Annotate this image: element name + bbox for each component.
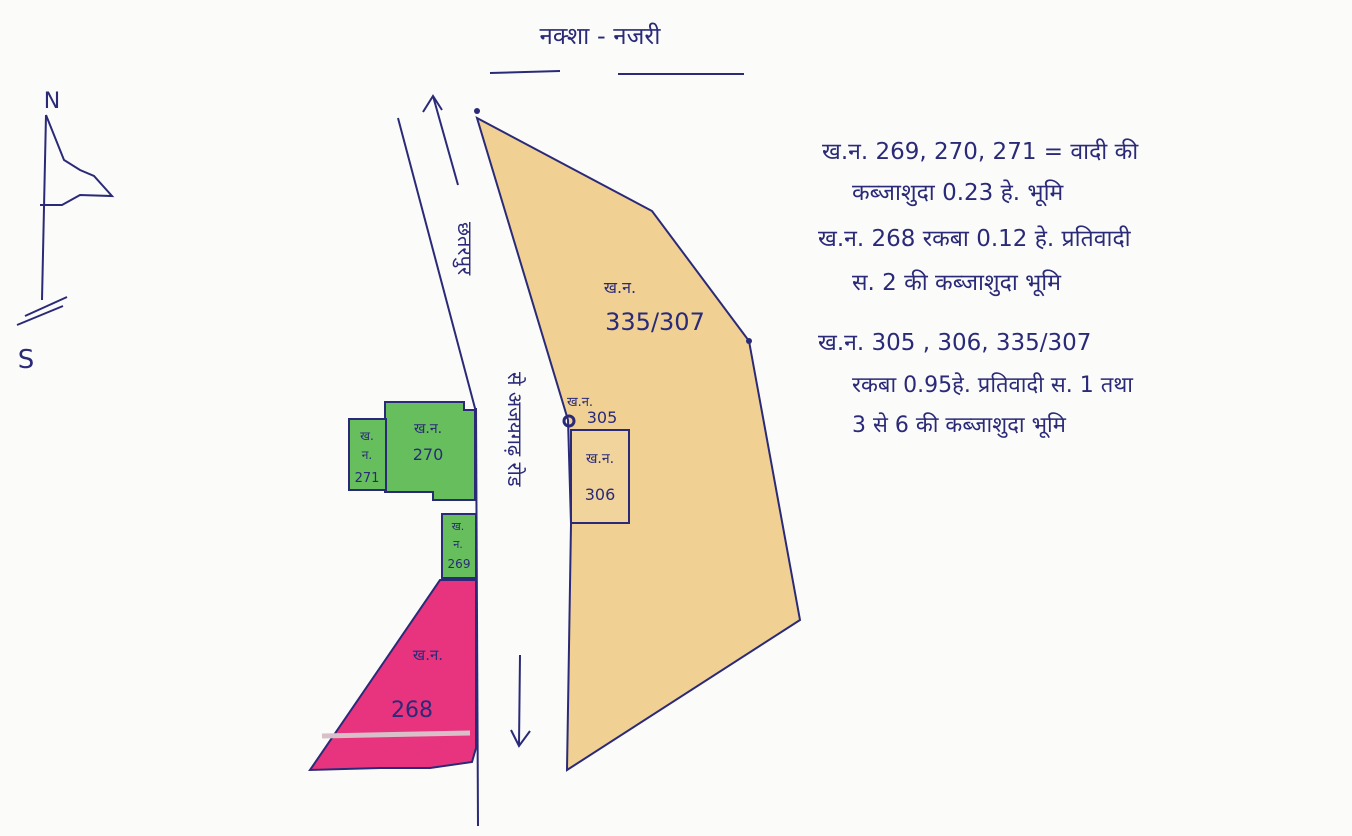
plot-270-label-prefix: ख.न. bbox=[414, 421, 442, 437]
plot-269-label-line1: ख. bbox=[452, 520, 465, 533]
plot-268-label-number: 268 bbox=[391, 698, 433, 723]
corner-point bbox=[474, 108, 480, 114]
note-3-line-2: रकबा 0.95हे. प्रतिवादी स. 1 तथा bbox=[852, 372, 1133, 398]
plot-269-label-number: 269 bbox=[448, 557, 471, 571]
plot-306-label-number: 306 bbox=[585, 485, 616, 504]
plot-305-label-prefix: ख.न. bbox=[567, 395, 593, 410]
note-3-line-1: ख.न. 305 , 306, 335/307 bbox=[818, 330, 1091, 356]
plot-335-307-area bbox=[475, 115, 802, 772]
plot-269-label-line2: न. bbox=[453, 538, 463, 551]
corner-point bbox=[746, 338, 752, 344]
plot-305-label: ख.न. 305 bbox=[567, 395, 617, 427]
plot-269-label: ख. न. 269 bbox=[448, 520, 471, 571]
plot-335-307-label-prefix: ख.न. bbox=[604, 278, 636, 297]
note-3: ख.न. 305 , 306, 335/307 रकबा 0.95हे. प्र… bbox=[818, 330, 1133, 439]
plot-306-label: ख.न. 306 bbox=[585, 451, 616, 504]
plot-305-label-number: 305 bbox=[587, 408, 618, 427]
road-left-edge bbox=[397, 117, 477, 413]
note-2: ख.न. 268 रकबा 0.12 हे. प्रतिवादी स. 2 की… bbox=[818, 225, 1132, 297]
title-underline bbox=[489, 70, 561, 74]
plot-271-label-line2: न. bbox=[362, 448, 372, 462]
plot-270-label-number: 270 bbox=[413, 445, 444, 464]
note-1-line-2: कब्जाशुदा 0.23 हे. भूमि bbox=[852, 179, 1065, 207]
plot-335-307-label: ख.न. 335/307 bbox=[604, 278, 705, 336]
plot-335-307-label-number: 335/307 bbox=[605, 308, 705, 336]
note-1-line-1: ख.न. 269, 270, 271 = वादी की bbox=[822, 138, 1139, 165]
road-label-upper: छतरपुर bbox=[452, 222, 477, 276]
road-direction-arrow-icon bbox=[422, 94, 459, 186]
plot-305-marker bbox=[562, 414, 576, 428]
plot-306-label-prefix: ख.न. bbox=[586, 451, 614, 467]
note-1: ख.न. 269, 270, 271 = वादी की कब्जाशुदा 0… bbox=[822, 138, 1139, 207]
note-3-line-3: 3 से 6 की कब्जाशुदा भूमि bbox=[852, 412, 1067, 439]
note-2-line-2: स. 2 की कब्जाशुदा भूमि bbox=[852, 269, 1062, 297]
plot-271-label-line1: ख. bbox=[360, 429, 374, 443]
map-title: नक्शा - नजरी bbox=[540, 22, 662, 50]
plot-270-label: ख.न. 270 bbox=[413, 421, 444, 464]
plot-268-label: ख.न. 268 bbox=[391, 646, 443, 723]
plot-268-area bbox=[308, 579, 477, 772]
road-label-lower: से अजयगढ़ रोड bbox=[503, 372, 527, 487]
plot-306-area bbox=[570, 429, 630, 524]
plot-271-label-number: 271 bbox=[355, 471, 380, 486]
compass-south-label: S bbox=[18, 345, 35, 375]
plot-271-area bbox=[348, 418, 387, 491]
road-left-edge-lower bbox=[475, 407, 479, 827]
plot-268-fold-mark bbox=[321, 730, 471, 739]
plot-270-area bbox=[384, 401, 476, 501]
road-direction-arrow-icon bbox=[510, 654, 531, 748]
plot-271-label: ख. न. 271 bbox=[355, 429, 380, 486]
compass-north-label: N bbox=[44, 89, 60, 114]
note-2-line-1: ख.न. 268 रकबा 0.12 हे. प्रतिवादी bbox=[818, 225, 1132, 252]
north-arrow-icon bbox=[16, 114, 115, 326]
plot-268-label-prefix: ख.न. bbox=[413, 646, 443, 664]
